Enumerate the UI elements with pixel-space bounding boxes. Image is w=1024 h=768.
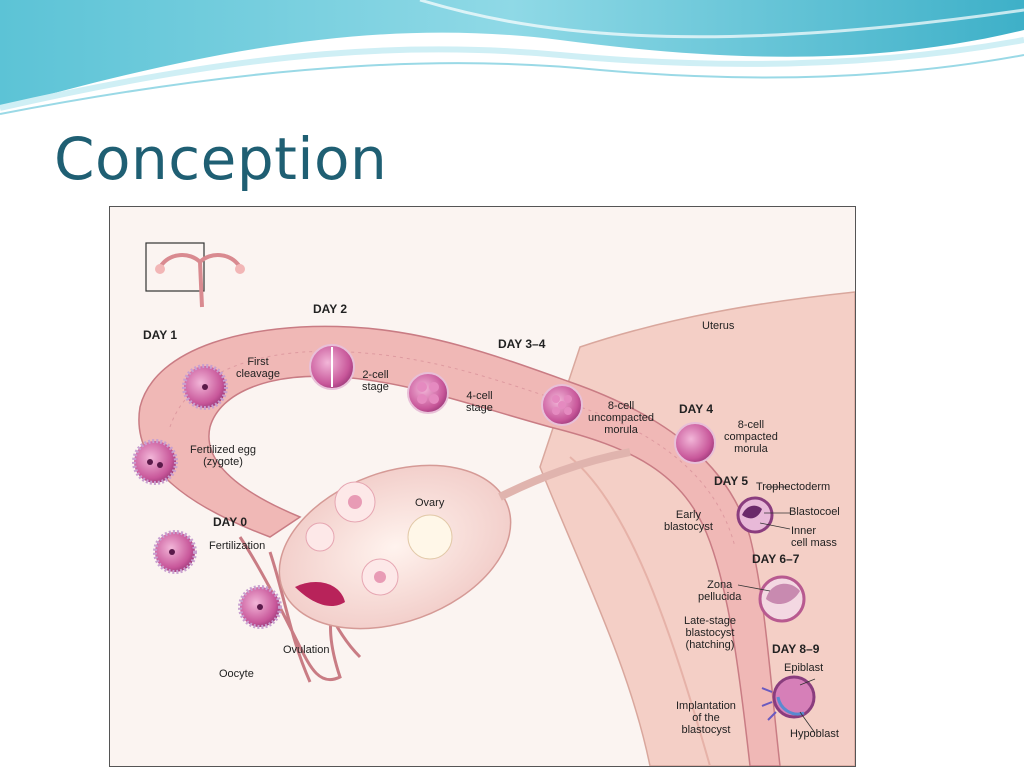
fertilization-label: Fertilization: [209, 540, 266, 552]
ovary-shape: [278, 464, 512, 630]
two-cell-stage-label: 2-cell stage: [362, 369, 389, 393]
day-3-4-label: DAY 3–4: [498, 337, 546, 351]
day-8-9-label: DAY 8–9: [772, 642, 820, 656]
cell-two-cell: [309, 344, 355, 390]
early-blastocyst-label: Early blastocyst: [664, 509, 713, 533]
eight-cell-compacted-label: 8-cell compacted morula: [724, 419, 778, 455]
fertilized-egg-label: Fertilized egg (zygote): [190, 444, 257, 468]
uterus-label: Uterus: [702, 320, 735, 332]
day-6-7-label: DAY 6–7: [752, 552, 800, 566]
four-cell-stage-label: 4-cell stage: [466, 390, 493, 414]
day-0-label: DAY 0: [213, 515, 248, 529]
cell-four-cell: [407, 372, 449, 414]
epiblast-label: Epiblast: [784, 662, 824, 674]
implantation-label: Implantation of the blastocyst: [676, 700, 736, 736]
cell-fertilization: [153, 530, 197, 574]
conception-diagram: DAY 1 DAY 2 DAY 3–4 DAY 4 DAY 5 DAY 6–7 …: [109, 206, 856, 767]
cell-early-blastocyst: [736, 496, 774, 534]
day-5-label: DAY 5: [714, 474, 749, 488]
hypoblast-label: Hypoblast: [790, 728, 839, 740]
eight-cell-uncompacted-label: 8-cell uncompacted morula: [588, 400, 655, 436]
late-stage-blastocyst-label: Late-stage blastocyst (hatching): [684, 615, 736, 651]
zona-pellucida-label: Zona pellucida: [698, 579, 742, 603]
blastocoel-label: Blastocoel: [789, 506, 840, 518]
cell-zygote: [132, 439, 178, 485]
first-cleavage-label: First cleavage: [236, 356, 281, 380]
ovary-label: Ovary: [415, 497, 445, 509]
cell-oocyte: [238, 585, 282, 629]
trophectoderm-label: Trophectoderm: [756, 481, 831, 493]
day-4-label: DAY 4: [679, 402, 714, 416]
slide-title: Conception: [54, 125, 388, 193]
cell-eight-cell-uncompacted: [541, 384, 583, 426]
day-2-label: DAY 2: [313, 302, 348, 316]
day-1-label: DAY 1: [143, 328, 178, 342]
oocyte-label: Oocyte: [219, 668, 254, 680]
diagram-artwork: [132, 242, 855, 766]
header-wave-decoration: [0, 0, 1024, 115]
cell-first-cleavage: [182, 364, 228, 410]
cell-late-blastocyst: [758, 575, 806, 623]
ovulation-label: Ovulation: [283, 644, 330, 656]
cell-eight-cell-compacted: [674, 422, 716, 464]
inner-cell-mass-label: Inner cell mass: [791, 525, 837, 549]
